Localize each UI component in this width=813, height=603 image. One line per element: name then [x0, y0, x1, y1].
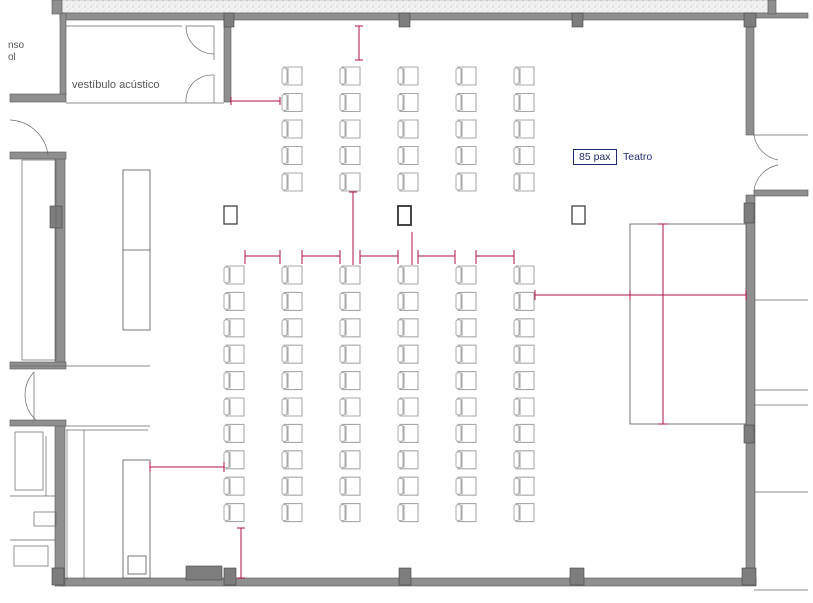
chair — [513, 371, 535, 391]
layout-label: Teatro — [623, 151, 653, 163]
chair — [455, 503, 477, 523]
chair — [281, 476, 303, 496]
chair — [397, 344, 419, 364]
chair — [397, 476, 419, 496]
chair — [339, 476, 361, 496]
chair — [397, 503, 419, 523]
chair — [455, 291, 477, 311]
chair — [397, 371, 419, 391]
chair — [513, 318, 535, 338]
chair — [455, 318, 477, 338]
chair — [281, 344, 303, 364]
chair — [513, 66, 535, 86]
chair — [455, 92, 477, 113]
chair — [281, 291, 303, 311]
chair — [397, 318, 419, 338]
chair — [397, 66, 419, 86]
chair — [281, 318, 303, 338]
chair — [281, 145, 303, 166]
chair — [455, 397, 477, 417]
chair — [281, 397, 303, 417]
chair — [223, 291, 245, 311]
chair — [339, 450, 361, 470]
room-pillars — [223, 205, 586, 226]
chairs — [223, 66, 535, 523]
partial-room-label-bottom: ol — [8, 52, 16, 63]
chair — [397, 92, 419, 113]
chair — [455, 172, 477, 192]
chair — [513, 503, 535, 523]
room-label-vestibule: vestíbulo acústico — [72, 79, 160, 91]
chair — [281, 265, 303, 285]
chair — [397, 450, 419, 470]
chair — [339, 119, 361, 139]
chair — [397, 397, 419, 417]
chair — [397, 423, 419, 443]
chair — [397, 291, 419, 311]
dimension-lines — [149, 25, 747, 579]
chair — [223, 318, 245, 338]
chair — [339, 145, 361, 166]
chair — [281, 503, 303, 523]
chair — [223, 503, 245, 523]
chair — [513, 344, 535, 364]
chair — [281, 66, 303, 86]
chair — [339, 172, 361, 192]
chair — [455, 450, 477, 470]
chair — [397, 119, 419, 139]
chair — [223, 450, 245, 470]
chair — [513, 450, 535, 470]
chair — [339, 291, 361, 311]
chair — [223, 397, 245, 417]
chair — [513, 119, 535, 139]
chair — [223, 265, 245, 285]
chair — [455, 371, 477, 391]
chair — [223, 423, 245, 443]
chair — [513, 291, 535, 311]
chair — [339, 371, 361, 391]
chair — [281, 450, 303, 470]
chair — [513, 92, 535, 113]
chair — [281, 371, 303, 391]
chair — [339, 318, 361, 338]
chair — [339, 423, 361, 443]
chair — [223, 476, 245, 496]
chair — [455, 145, 477, 166]
chair — [281, 172, 303, 192]
chair — [397, 145, 419, 166]
chair — [455, 423, 477, 443]
chair — [339, 265, 361, 285]
chair — [513, 172, 535, 192]
partial-room-label-top: nso — [8, 40, 25, 51]
chair — [339, 66, 361, 86]
wall-columns — [49, 12, 757, 586]
chair — [223, 371, 245, 391]
exterior-strip — [61, 0, 769, 14]
interior-lines — [9, 25, 808, 591]
chair — [513, 145, 535, 166]
stage-area — [629, 223, 747, 425]
chair — [281, 92, 303, 113]
chair — [397, 265, 419, 285]
chair — [281, 423, 303, 443]
chair — [513, 397, 535, 417]
chair — [397, 172, 419, 192]
chair — [455, 119, 477, 139]
chair — [281, 119, 303, 139]
chair — [223, 344, 245, 364]
chair — [455, 476, 477, 496]
chair — [339, 397, 361, 417]
chair — [455, 66, 477, 86]
chair — [339, 503, 361, 523]
chair — [455, 265, 477, 285]
capacity-badge: 85 pax — [573, 149, 617, 165]
chair — [513, 476, 535, 496]
chair — [339, 92, 361, 113]
chair — [513, 265, 535, 285]
chair — [455, 344, 477, 364]
counters — [122, 169, 151, 579]
chair — [339, 344, 361, 364]
chair — [513, 423, 535, 443]
